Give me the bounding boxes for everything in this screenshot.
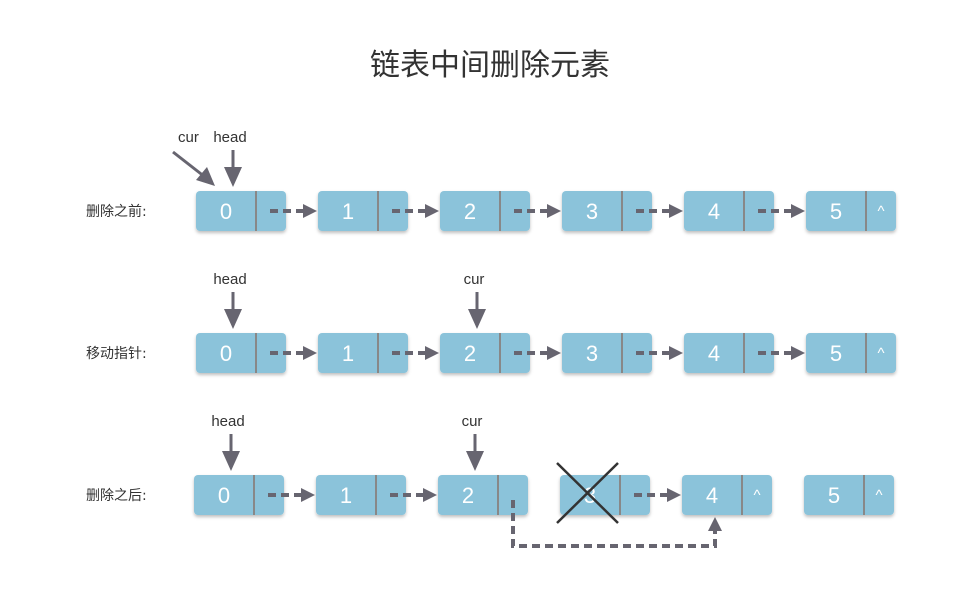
list-node <box>440 191 530 231</box>
node-value: 5 <box>828 483 840 508</box>
pointer-label-cur: cur <box>464 271 485 288</box>
null-pointer: ^ <box>875 487 882 504</box>
list-node <box>316 475 406 515</box>
pointer-arrow-head <box>222 451 240 471</box>
arrow-head <box>425 204 439 218</box>
list-node <box>684 191 774 231</box>
arrow-head <box>708 517 722 531</box>
list-node <box>806 191 896 231</box>
arrow-head <box>301 488 315 502</box>
row-label: 移动指针: <box>86 346 147 362</box>
list-node <box>684 333 774 373</box>
row-label: 删除之前: <box>86 203 147 220</box>
pointer-line <box>172 150 206 179</box>
pointer-label-cur: cur <box>178 129 199 146</box>
list-node <box>560 475 650 515</box>
arrow-head <box>423 488 437 502</box>
node-value: 2 <box>462 483 474 508</box>
list-node <box>194 475 284 515</box>
list-node <box>438 475 528 515</box>
node-value: 1 <box>342 199 354 224</box>
list-node <box>196 191 286 231</box>
pointer-label-cur: cur <box>462 413 483 430</box>
arrow-head <box>667 488 681 502</box>
arrow-head <box>547 204 561 218</box>
pointer-arrow-head <box>468 309 486 329</box>
list-node <box>804 475 894 515</box>
arrow-head <box>791 204 805 218</box>
node-value: 5 <box>830 341 842 366</box>
null-pointer: ^ <box>877 345 884 362</box>
arrow-head <box>303 204 317 218</box>
node-value: 3 <box>586 199 598 224</box>
pointer-arrow-head <box>224 167 242 187</box>
node-value: 0 <box>220 341 232 366</box>
pointer-label-head: head <box>213 129 246 146</box>
list-node <box>562 191 652 231</box>
arrow-head <box>669 204 683 218</box>
node-value: 1 <box>340 483 352 508</box>
arrow-head <box>303 346 317 360</box>
list-node <box>562 333 652 373</box>
node-value: 0 <box>220 199 232 224</box>
list-node <box>806 333 896 373</box>
node-value: 3 <box>586 341 598 366</box>
node-value: 2 <box>464 341 476 366</box>
arrow-head <box>547 346 561 360</box>
pointer-arrow-head <box>224 309 242 329</box>
null-pointer: ^ <box>753 487 760 504</box>
node-value: 4 <box>708 341 720 366</box>
null-pointer: ^ <box>877 203 884 220</box>
list-node <box>318 333 408 373</box>
node-value: 5 <box>830 199 842 224</box>
bypass-link-arrow <box>511 500 717 548</box>
list-node <box>682 475 772 515</box>
list-node <box>196 333 286 373</box>
row-label: 删除之后: <box>86 488 147 504</box>
node-value: 4 <box>706 483 718 508</box>
list-node <box>318 191 408 231</box>
list-node <box>440 333 530 373</box>
pointer-label-head: head <box>211 413 244 430</box>
diagram-title: 链表中间删除元素 <box>370 48 610 83</box>
node-value: 2 <box>464 199 476 224</box>
arrow-head <box>425 346 439 360</box>
node-value: 0 <box>218 483 230 508</box>
node-value: 1 <box>342 341 354 366</box>
pointer-arrow-head <box>466 451 484 471</box>
arrow-head <box>791 346 805 360</box>
pointer-arrow-head <box>196 167 215 186</box>
pointer-label-head: head <box>213 271 246 288</box>
node-value: 4 <box>708 199 720 224</box>
cross-line <box>556 462 619 524</box>
arrow-head <box>669 346 683 360</box>
